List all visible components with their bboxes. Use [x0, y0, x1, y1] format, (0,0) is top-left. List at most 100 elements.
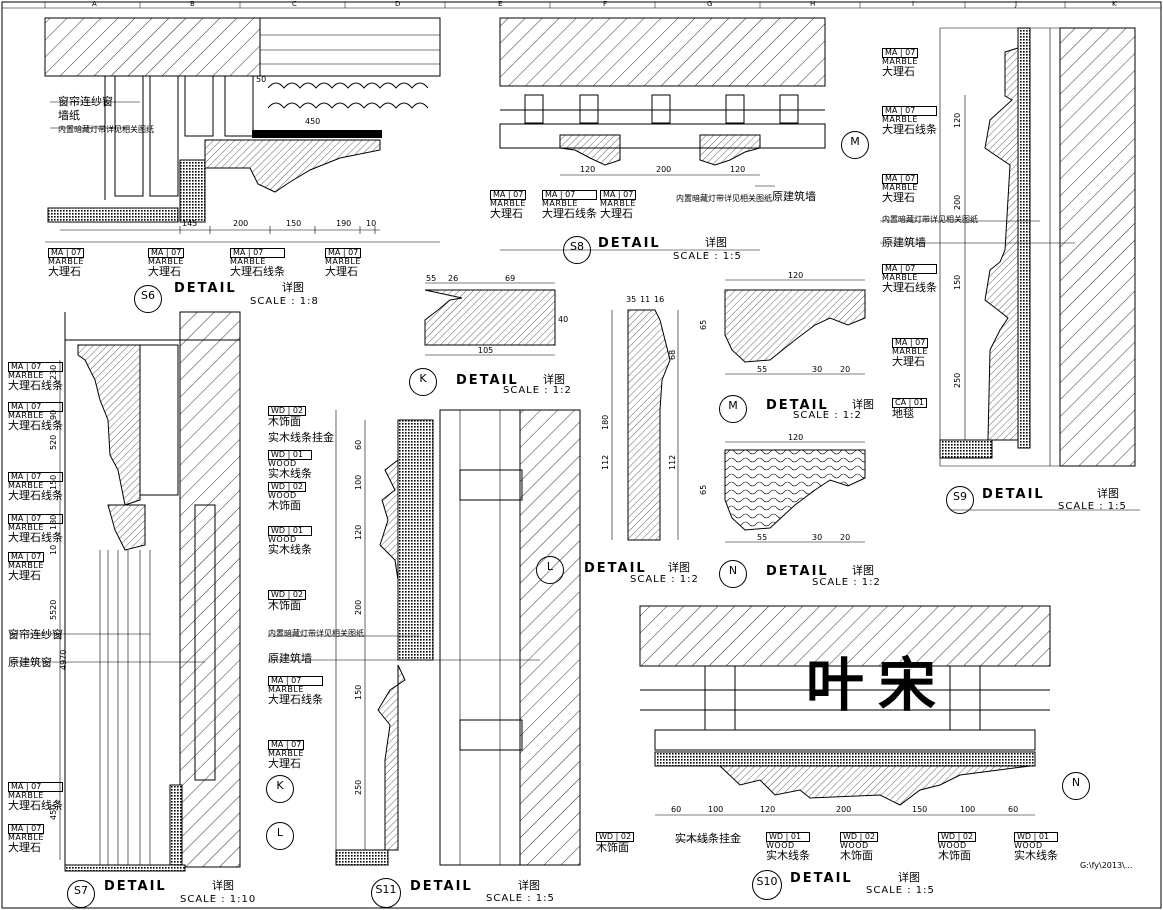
detail-s10-drawing: 60 100 120 200 150 100 60 [639, 605, 1051, 816]
note-hidden-s9: 内置暗藏灯带详见相关图纸 [882, 215, 978, 224]
callout-l: L [266, 822, 294, 850]
svg-text:10: 10 [366, 219, 376, 228]
callout-n: N [1062, 772, 1090, 800]
svg-text:200: 200 [233, 219, 248, 228]
signature-stamp: 叶宋 [806, 651, 951, 719]
svg-text:68: 68 [668, 350, 677, 360]
detail-l-title: DETAIL [584, 561, 647, 576]
grid-col-c: C [292, 0, 297, 8]
note-wood-bracket-s11: 实木线条挂金 [268, 431, 334, 444]
detail-code-s11: S11 [371, 878, 401, 908]
note-wood-bracket-s10: 实木线条挂金 [675, 832, 741, 845]
svg-text:50: 50 [256, 75, 266, 84]
svg-text:145: 145 [182, 219, 197, 228]
grid-col-e: E [498, 0, 503, 8]
note-existing-window: 原建筑窗 [8, 656, 52, 669]
svg-text:520: 520 [49, 435, 58, 450]
svg-text:100: 100 [354, 475, 363, 490]
grid-col-f: F [603, 0, 608, 8]
detail-s7-title: DETAIL [104, 879, 167, 894]
grid-col-b: B [190, 0, 195, 8]
svg-text:120: 120 [760, 805, 775, 814]
detail-m-scale: SCALE : 1:2 [793, 410, 862, 421]
svg-text:120: 120 [788, 433, 803, 442]
detail-s6-drawing: 145 200 150 190 10 450 50 [44, 17, 441, 243]
note-existing-wall-s11: 原建筑墙 [268, 652, 312, 665]
svg-text:35: 35 [626, 295, 636, 304]
detail-code-s9: S9 [946, 486, 974, 514]
detail-s8-scale: SCALE : 1:5 [673, 251, 742, 262]
detail-s9-drawing: 120 200 150 250 [939, 27, 1140, 511]
callout-m: M [841, 131, 869, 159]
grid-col-h: H [810, 0, 816, 8]
svg-text:120: 120 [788, 271, 803, 280]
detail-n-title-cn: 详图 [852, 564, 874, 577]
svg-text:250: 250 [953, 373, 962, 388]
svg-text:69: 69 [505, 274, 515, 283]
svg-text:100: 100 [960, 805, 975, 814]
svg-text:16: 16 [654, 295, 664, 304]
detail-code-s7: S7 [67, 880, 95, 908]
svg-text:112: 112 [668, 455, 677, 470]
detail-s10-title: DETAIL [790, 871, 853, 886]
svg-text:65: 65 [699, 485, 708, 495]
detail-s11-title: DETAIL [410, 879, 473, 894]
svg-text:105: 105 [478, 346, 493, 355]
detail-code-s10: S10 [752, 870, 782, 900]
material-tag-s10-wood-panel-1: WD | 02 木饰面 [596, 832, 635, 853]
svg-text:90: 90 [49, 410, 58, 420]
detail-m-drawing: 120 55 30 20 65 [699, 271, 866, 375]
svg-text:180: 180 [601, 415, 610, 430]
svg-text:60: 60 [1008, 805, 1018, 814]
svg-text:150: 150 [912, 805, 927, 814]
note-existing-wall-s9: 原建筑墙 [882, 236, 926, 249]
svg-text:20: 20 [840, 533, 850, 542]
svg-text:30: 30 [812, 533, 822, 542]
svg-text:200: 200 [354, 600, 363, 615]
detail-n-scale: SCALE : 1:2 [812, 577, 881, 588]
svg-text:150: 150 [49, 475, 58, 490]
detail-l-title-cn: 详图 [668, 561, 690, 574]
detail-code-s8: S8 [563, 236, 591, 264]
svg-text:450: 450 [49, 805, 58, 820]
detail-k-drawing: 105 69 55 26 40 [424, 274, 568, 356]
detail-s7-scale: SCALE : 1:10 [180, 894, 257, 905]
svg-text:20: 20 [840, 365, 850, 374]
svg-text:30: 30 [812, 365, 822, 374]
detail-s11-drawing: 60 100 120 200 150 250 [335, 409, 581, 866]
svg-text:55: 55 [757, 533, 767, 542]
svg-text:230: 230 [49, 365, 58, 380]
svg-text:40: 40 [558, 315, 568, 324]
svg-text:200: 200 [656, 165, 671, 174]
note-hidden-s6: 内置暗藏灯带详见相关图纸 [58, 125, 154, 134]
detail-s11-title-cn: 详图 [518, 879, 540, 892]
note-wallpaper: 墙纸 [58, 109, 80, 122]
note-hidden-s11: 内置暗藏灯带详见相关图纸 [268, 629, 364, 638]
grid-col-i: I [912, 0, 915, 8]
svg-text:60: 60 [671, 805, 681, 814]
svg-text:120: 120 [580, 165, 595, 174]
detail-code-s6: S6 [134, 285, 162, 313]
grid-col-j: J [1015, 0, 1018, 8]
svg-text:5520: 5520 [49, 600, 58, 620]
svg-text:65: 65 [699, 320, 708, 330]
note-curtain-s6: 窗帘连纱窗 [58, 95, 113, 108]
detail-s9-title: DETAIL [982, 487, 1045, 502]
